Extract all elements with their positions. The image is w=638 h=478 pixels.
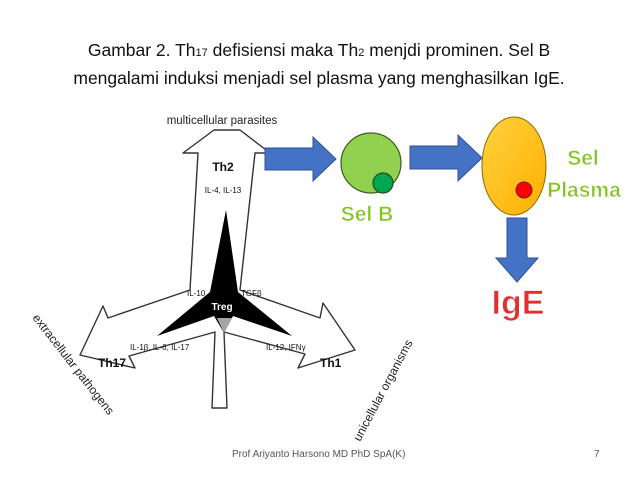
slide-title: Gambar 2. Th17 defisiensi maka Th2 menjd…: [20, 38, 618, 91]
sel-b-nucleus: [372, 172, 394, 194]
label-sel-b: Sel B: [341, 203, 394, 226]
treg-star-shape: [157, 210, 292, 336]
label-th1: Th1: [320, 356, 342, 370]
plasma-nucleus: [515, 181, 533, 199]
label-th1-cytokines: IL-12, IFNγ: [266, 343, 306, 352]
label-multicellular-parasites: multicellular parasites: [167, 115, 278, 127]
arrow-plasma-to-ige: [494, 217, 540, 283]
label-sel-plasma-line2: Plasma: [547, 179, 621, 202]
title-line1-after: menjdi prominen. Sel B: [364, 40, 551, 60]
title-line1-middle: defisiensi maka Th: [207, 40, 359, 60]
label-unicellular-organisms: unicellular organisms: [350, 337, 415, 443]
footer-page-number: 7: [594, 449, 600, 460]
label-treg: Treg: [211, 302, 232, 313]
plasma-cell: [481, 116, 547, 216]
title-sub-2: 2: [358, 47, 365, 59]
label-treg-tgfb: TGFβ: [241, 289, 262, 298]
label-th2: Th2: [212, 160, 234, 174]
treg-star-tip: [217, 318, 232, 333]
label-ige: IgE: [492, 284, 545, 322]
title-line1-before: Gambar 2. Th: [87, 40, 196, 60]
title-sub-17: 17: [195, 47, 208, 59]
arrow-th2-to-selb: [264, 135, 337, 183]
title-line2: mengalami induksi menjadi sel plasma yan…: [73, 68, 565, 88]
label-treg-il10: IL-10: [187, 289, 206, 298]
label-th2-cytokines: IL-4, IL-13: [205, 186, 242, 195]
label-sel-plasma-line1: Sel: [567, 147, 599, 170]
arrow-selb-to-plasma: [409, 133, 483, 183]
label-th17: Th17: [98, 356, 126, 370]
label-th17-cytokines: IL-1β, IL-6, IL-17: [130, 343, 190, 352]
footer-credit: Prof Ariyanto Harsono MD PhD SpA(K): [232, 449, 406, 460]
